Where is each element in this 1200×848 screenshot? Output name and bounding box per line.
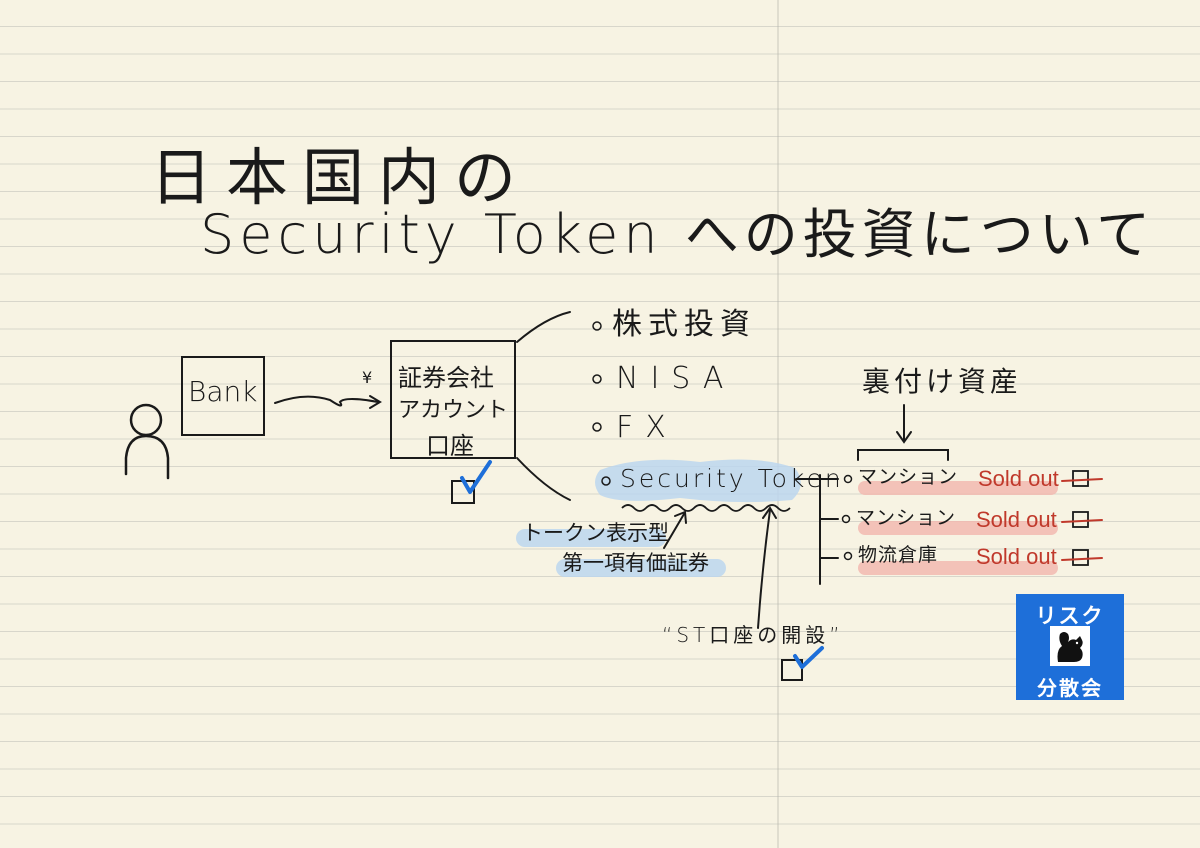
asset1-highlight [858,481,1058,495]
asset-3-label: 物流倉庫 [858,544,939,566]
product-security-token: Security Token [620,464,844,493]
bank-box [181,356,265,436]
asset-1-status: Sold out [978,466,1059,491]
securities-account-box [390,340,516,459]
asset-checkboxes [1061,470,1103,566]
currency-label: ¥ [362,368,373,387]
squirrel-icon [1050,626,1090,666]
note1-highlight [516,529,666,547]
asset3-highlight [858,561,1058,575]
token-note-line-2: 第一項有価証券 [562,551,709,575]
product-stocks: 株式投資 [612,307,756,342]
securities-check [460,460,492,494]
asset-3-status: Sold out [976,544,1057,569]
branch-top [516,311,571,343]
risk-bunsankai-logo: リスク 分散会 [1016,594,1124,700]
logo-bottom-text: 分散会 [1037,676,1103,700]
title-line-1: 日本国内の [150,141,531,214]
note2-highlight [556,559,726,577]
branch-bottom [516,457,571,501]
person-icon [124,403,170,480]
asset2-highlight [858,521,1058,535]
title-line-2: Security Token への投資について [200,203,1156,266]
sto-checkbox [781,659,803,681]
logo-top-text: リスク [1035,604,1105,628]
asset-2-status: Sold out [976,507,1057,532]
product-nisa: NISA [616,361,736,396]
asset-2-label: マンション [856,507,957,529]
asset-1-label: マンション [858,466,959,488]
bank-label: Bank [188,375,258,408]
product-fx: FX [616,410,678,445]
security-token-highlight [595,459,801,503]
token-note-line-1: トークン表示型 [522,521,669,545]
securities-line-3: 口座 [426,432,474,460]
bank-to-securities-arrow [274,395,379,407]
backing-assets-label: 裏付け資産 [862,365,1023,398]
sto-account-label: “ST口座の開設” [662,623,844,647]
securities-line-2: アカウント [398,398,509,423]
security-token-underline [621,504,791,512]
securities-line-1: 証券会社 [398,364,494,392]
sto-arrow [757,509,771,629]
sto-check [793,646,824,669]
